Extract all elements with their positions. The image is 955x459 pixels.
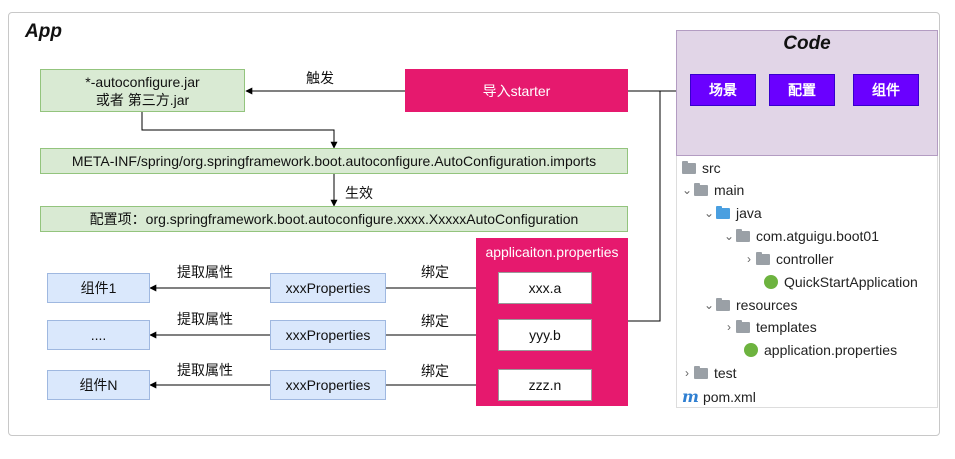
- trigger-label: 触发: [306, 70, 334, 86]
- effect-label: 生效: [345, 185, 373, 201]
- tree-node-label: resources: [736, 297, 798, 313]
- application-properties-title: applicaiton.properties: [485, 244, 619, 260]
- source-folder-icon: [716, 205, 730, 219]
- bind-label-3: 绑定: [421, 363, 449, 379]
- tree-node-test[interactable]: › test: [680, 365, 737, 381]
- property-key-3: zzz.n: [498, 369, 592, 401]
- chevron-right-icon[interactable]: ›: [685, 366, 689, 380]
- import-starter-box: 导入starter: [405, 69, 628, 112]
- project-tree: [676, 156, 938, 408]
- extract-label-1: 提取属性: [177, 264, 233, 280]
- resources-folder-icon: [716, 297, 730, 311]
- tree-node-label: com.atguigu.boot01: [756, 228, 879, 244]
- tree-node-src[interactable]: src: [682, 160, 721, 176]
- component-button: 组件: [853, 74, 919, 106]
- tree-node-pom[interactable]: m pom.xml: [682, 387, 756, 406]
- tree-node-controller[interactable]: › controller: [742, 251, 834, 267]
- app-title: App: [25, 21, 62, 42]
- properties-box-3: xxxProperties: [270, 370, 386, 400]
- spring-class-icon: [764, 275, 778, 289]
- tree-node-app-properties[interactable]: application.properties: [744, 342, 897, 358]
- property-key-2: yyy.b: [498, 319, 592, 351]
- tree-node-label: java: [736, 205, 762, 221]
- chevron-right-icon[interactable]: ›: [727, 320, 731, 334]
- chevron-right-icon[interactable]: ›: [747, 252, 751, 266]
- tree-node-label: src: [702, 160, 721, 176]
- chevron-down-icon[interactable]: ⌄: [703, 298, 715, 312]
- extract-label-2: 提取属性: [177, 311, 233, 327]
- tree-node-templates[interactable]: › templates: [722, 319, 817, 335]
- extract-label-3: 提取属性: [177, 362, 233, 378]
- tree-node-resources[interactable]: ⌄ resources: [702, 297, 798, 313]
- chevron-down-icon[interactable]: ⌄: [723, 229, 735, 243]
- chevron-down-icon[interactable]: ⌄: [703, 206, 715, 220]
- tree-node-label: test: [714, 365, 737, 381]
- tree-node-label: pom.xml: [702, 388, 756, 405]
- folder-icon: [694, 365, 708, 379]
- tree-node-quickstart[interactable]: QuickStartApplication: [764, 274, 918, 290]
- tree-node-label: main: [714, 182, 745, 198]
- package-icon: [736, 228, 750, 242]
- property-key-1: xxx.a: [498, 272, 592, 304]
- line-properties-to-code: [628, 91, 661, 322]
- autoconfigure-jar-line2: 或者 第三方.jar: [95, 91, 190, 108]
- properties-box-1: xxxProperties: [270, 273, 386, 303]
- folder-icon: [682, 160, 696, 174]
- properties-box-2: xxxProperties: [270, 320, 386, 350]
- folder-icon: [736, 319, 750, 333]
- scenario-button: 场景: [690, 74, 756, 106]
- chevron-down-icon[interactable]: ⌄: [681, 183, 693, 197]
- spring-properties-icon: [744, 343, 758, 357]
- autoconfigure-jar-box: *-autoconfigure.jar 或者 第三方.jar: [40, 69, 245, 112]
- component-box-1: 组件1: [47, 273, 150, 303]
- bind-label-1: 绑定: [421, 264, 449, 280]
- maven-icon: m: [682, 387, 699, 406]
- component-box-3: 组件N: [47, 370, 150, 400]
- tree-node-label: QuickStartApplication: [784, 274, 918, 290]
- component-box-2: ....: [47, 320, 150, 350]
- tree-node-java[interactable]: ⌄ java: [702, 205, 762, 221]
- arrow-jar-to-imports: [141, 112, 338, 149]
- folder-icon: [694, 182, 708, 196]
- config-item-box: 配置项：org.springframework.boot.autoconfigu…: [40, 206, 628, 232]
- code-title: Code: [783, 33, 831, 54]
- tree-node-main[interactable]: ⌄ main: [680, 182, 744, 198]
- tree-node-label: templates: [756, 319, 817, 335]
- folder-icon: [756, 251, 770, 265]
- tree-node-label: controller: [776, 251, 834, 267]
- tree-node-label: application.properties: [764, 342, 898, 358]
- tree-node-package[interactable]: ⌄ com.atguigu.boot01: [722, 228, 879, 244]
- imports-file-box: META-INF/spring/org.springframework.boot…: [40, 148, 628, 174]
- bind-label-2: 绑定: [421, 313, 449, 329]
- config-button: 配置: [769, 74, 835, 106]
- autoconfigure-jar-line1: *-autoconfigure.jar: [85, 73, 200, 90]
